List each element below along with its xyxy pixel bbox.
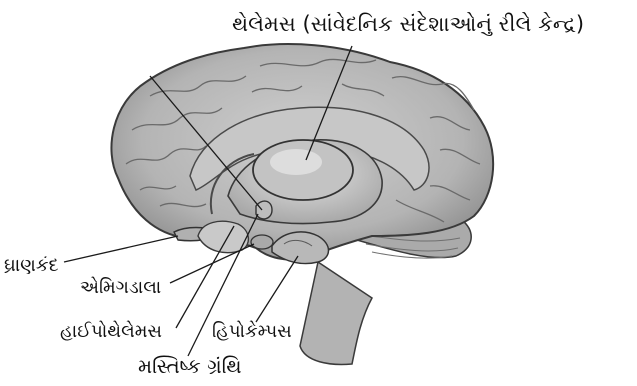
olfactory-bulb-label: ઘ્રાણકંદ [4, 257, 59, 275]
hypothalamus-label: હાઈપોથેલેમસ [60, 323, 162, 341]
pituitary-gland-label: મસ્તિષ્ક ગ્રંથિ [138, 356, 242, 376]
hippocampus-label: હિપોકેમ્પસ [212, 323, 292, 341]
brain-stem [300, 262, 372, 364]
amygdala-label: એમિગડાલા [80, 279, 161, 297]
olfactory-leader [64, 236, 178, 262]
thalamus-label: થેલેમસ (સાંવેદનિક સંદેશાઓનું રીલે કેન્દ્… [232, 14, 584, 35]
hypothalamus-structure [256, 201, 272, 219]
amygdala-structure [251, 235, 273, 249]
hippocampus-leader [256, 256, 298, 322]
